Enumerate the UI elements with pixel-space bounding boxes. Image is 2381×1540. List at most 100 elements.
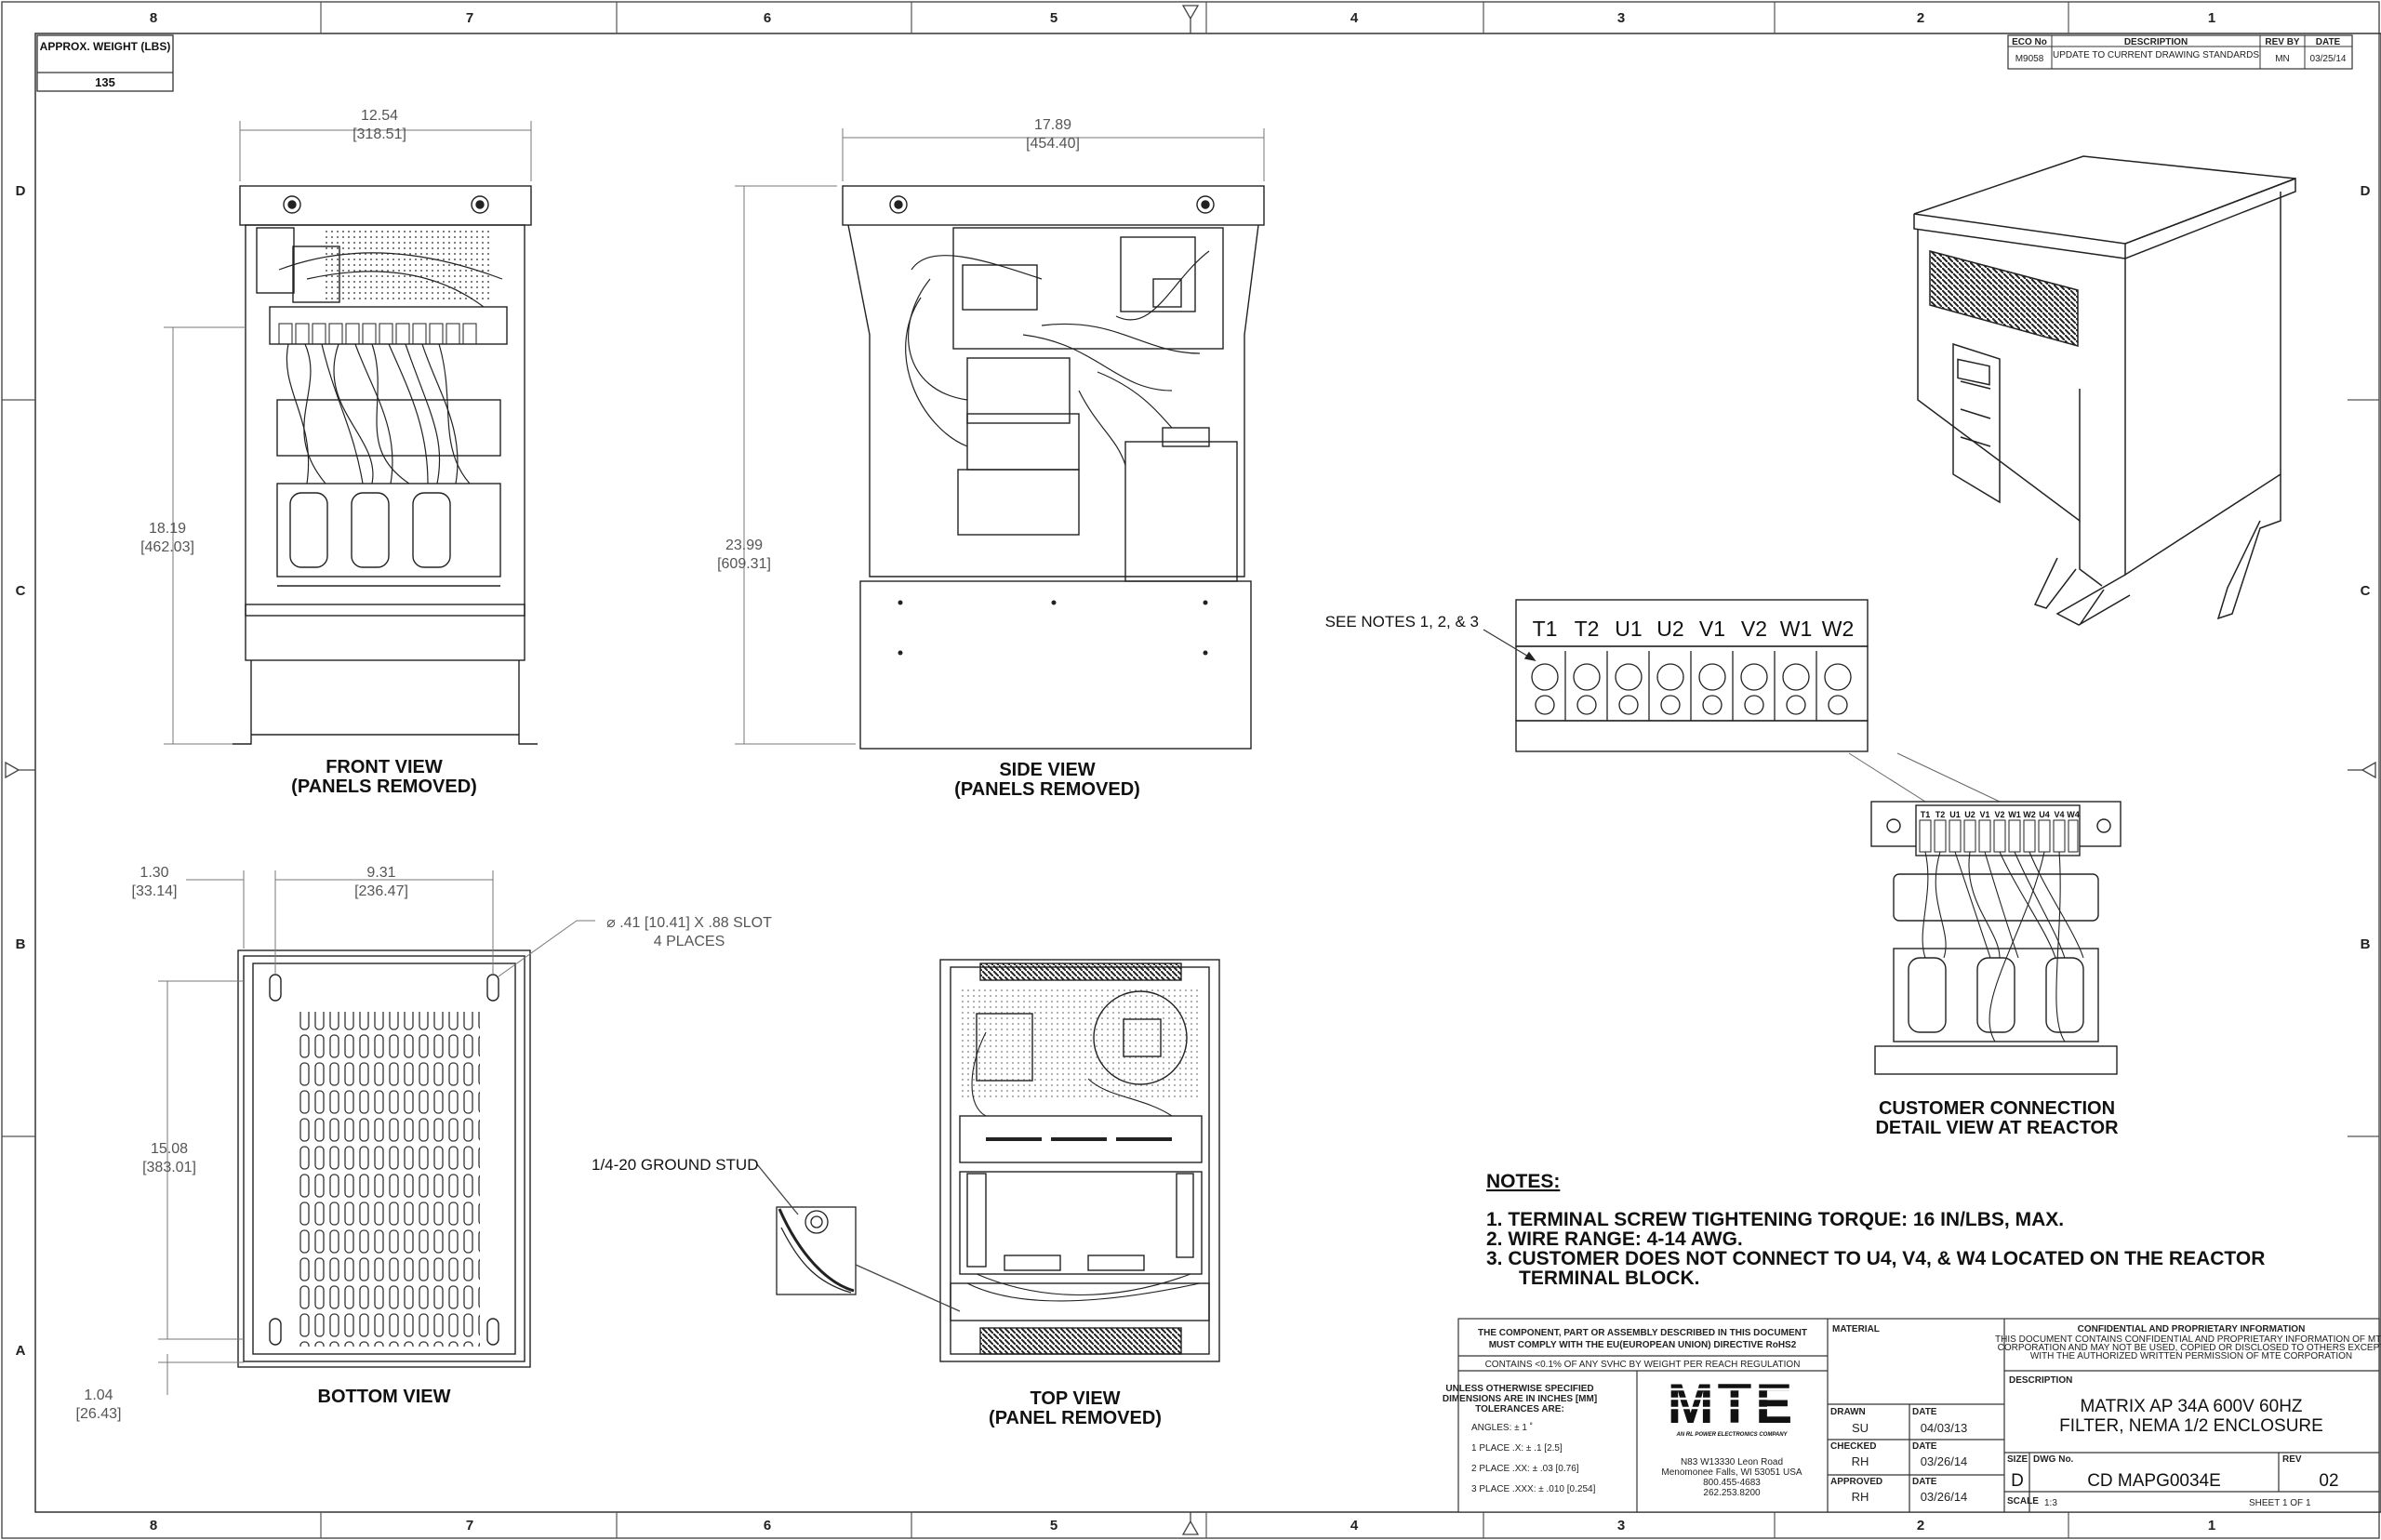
rev-eco: M9058 — [2015, 54, 2044, 64]
scale-label: SCALE — [2007, 1496, 2039, 1507]
detail-leader — [1848, 752, 2001, 803]
rev-date: 03/25/14 — [2310, 54, 2347, 64]
terminal-labels: T1 T2 U1 U2 V1 V2 W1 W2 — [1533, 617, 1855, 641]
front-height-in: 18.19 — [149, 521, 186, 537]
reactor-terminal-labels: T1 T2 U1 U2 V1 V2 W1 W2 U4 V4 W4 — [1921, 810, 2080, 819]
rev-value: 02 — [2319, 1471, 2338, 1491]
col-label-top-8: 8 — [150, 10, 157, 26]
bottom-edge-in: 1.04 — [84, 1387, 113, 1403]
row-label-left-a: A — [16, 1343, 26, 1359]
scale-value: 1:3 — [2044, 1498, 2057, 1508]
drawn-date: 04/03/13 — [1921, 1421, 1968, 1435]
reactor-terminal-v1: V1 — [1979, 810, 1989, 819]
reactor-terminal-w2: W2 — [2023, 810, 2036, 819]
col-label-bottom-8: 8 — [150, 1518, 157, 1533]
weight-value: 135 — [95, 75, 115, 89]
reactor-terminal-t2: T2 — [1935, 810, 1946, 819]
terminal-w2: W2 — [1822, 617, 1855, 641]
approved-by: RH — [1852, 1490, 1869, 1504]
col-label-bottom-5: 5 — [1050, 1518, 1057, 1533]
drawn-by: SU — [1852, 1421, 1869, 1435]
col-label-bottom-7: 7 — [466, 1518, 473, 1533]
top-view-subtitle: (PANEL REMOVED) — [989, 1408, 1162, 1428]
slot-callout-line2: 4 PLACES — [654, 934, 725, 949]
front-height-mm: [462.03] — [140, 539, 194, 555]
rohs-line2: MUST COMPLY WITH THE EU(EUROPEAN UNION) … — [1489, 1340, 1797, 1350]
col-label-top-5: 5 — [1050, 10, 1057, 26]
size-label: SIZE — [2007, 1454, 2029, 1465]
drawn-label: DRAWN — [1830, 1407, 1866, 1417]
bottom-view-title: BOTTOM VIEW — [318, 1387, 451, 1407]
phone-line1: 800.455-4683 — [1703, 1478, 1761, 1488]
notes-heading: NOTES: — [1486, 1171, 1560, 1192]
note-3-continued: TERMINAL BLOCK. — [1486, 1268, 1699, 1289]
note-3: 3. CUSTOMER DOES NOT CONNECT TO U4, V4, … — [1486, 1248, 2265, 1269]
approved-date-label: DATE — [1912, 1477, 1937, 1487]
rohs-line1: THE COMPONENT, PART OR ASSEMBLY DESCRIBE… — [1478, 1328, 1807, 1338]
reactor-terminal-w1: W1 — [2008, 810, 2021, 819]
detail-view-title: CUSTOMER CONNECTION — [1879, 1098, 2115, 1119]
bottom-edge-mm: [26.43] — [76, 1406, 122, 1422]
title-block — [1457, 1318, 2380, 1513]
checked-label: CHECKED — [1830, 1441, 1876, 1452]
side-view-title: SIDE VIEW — [999, 760, 1095, 780]
material-label: MATERIAL — [1832, 1324, 1880, 1334]
reach-text: CONTAINS <0.1% OF ANY SVHC BY WEIGHT PER… — [1485, 1360, 1801, 1370]
confidential-title: CONFIDENTIAL AND PROPRIETARY INFORMATION — [2078, 1324, 2306, 1334]
ground-stud-callout: 1/4-20 GROUND STUD — [592, 1156, 758, 1174]
side-dimensions — [735, 128, 1265, 745]
col-label-top-4: 4 — [1350, 10, 1359, 26]
row-label-right-b: B — [2361, 936, 2371, 952]
terminal-u1: U1 — [1615, 617, 1642, 641]
terminal-v2: V2 — [1741, 617, 1767, 641]
bottom-height-in: 15.08 — [151, 1141, 188, 1157]
tol-header3: TOLERANCES ARE: — [1475, 1404, 1564, 1414]
approved-label: APPROVED — [1830, 1477, 1882, 1487]
front-width-mm: [318.51] — [352, 126, 406, 142]
row-label-right-c: C — [2361, 583, 2371, 599]
row-label-left-c: C — [16, 583, 26, 599]
confidential-line3: WITH THE AUTHORIZED WRITTEN PERMISSION O… — [2030, 1351, 2352, 1361]
front-dimensions — [164, 121, 532, 745]
side-height-in: 23.99 — [725, 538, 763, 553]
bottom-offset-mm: [33.14] — [132, 883, 178, 899]
front-view-title: FRONT VIEW — [326, 757, 443, 777]
confidential-line2: CORPORATION AND MAY NOT BE USED, COPIED … — [1998, 1343, 2381, 1353]
revision-block: ECO No DESCRIPTION REV BY DATE M9058 UPD… — [2007, 34, 2353, 70]
reactor-terminal-t1: T1 — [1921, 810, 1931, 819]
rev-header-date: DATE — [2316, 37, 2341, 47]
reactor-terminal-u1: U1 — [1949, 810, 1961, 819]
ground-stud-detail — [756, 1163, 961, 1312]
col-label-top-6: 6 — [764, 10, 771, 26]
terminal-block — [1483, 599, 1869, 752]
col-label-top-3: 3 — [1617, 10, 1625, 26]
reactor-terminal-u2: U2 — [1964, 810, 1975, 819]
tol-three-place: 3 PLACE .XXX: ± .010 [0.254] — [1471, 1484, 1596, 1494]
slot-callout-line1: ⌀ .41 [10.41] X .88 SLOT — [606, 915, 772, 931]
bottom-span-in: 9.31 — [366, 865, 395, 881]
checked-by: RH — [1852, 1454, 1869, 1468]
rev-description: UPDATE TO CURRENT DRAWING STANDARDS — [2053, 50, 2259, 60]
terminal-w1: W1 — [1780, 617, 1813, 641]
col-label-bottom-1: 1 — [2208, 1518, 2215, 1533]
drawn-date-label: DATE — [1912, 1407, 1937, 1417]
rev-header-rev-by: REV BY — [2265, 37, 2300, 47]
top-view — [939, 959, 1220, 1362]
bottom-height-mm: [383.01] — [142, 1160, 196, 1175]
bottom-view — [237, 949, 531, 1368]
col-label-top-7: 7 — [466, 10, 473, 26]
detail-view-subtitle: DETAIL VIEW AT REACTOR — [1875, 1118, 2119, 1138]
row-label-right-d: D — [2361, 183, 2371, 199]
front-view — [233, 185, 538, 745]
row-label-left-b: B — [16, 936, 26, 952]
checked-date: 03/26/14 — [1921, 1454, 1968, 1468]
zone-labels: 8 7 6 5 4 3 2 1 8 7 6 5 4 3 2 1 D C B A … — [16, 10, 2371, 1533]
center-arrows — [5, 5, 2376, 1535]
address-line1: N83 W13330 Leon Road — [1681, 1457, 1783, 1467]
logo-tagline: AN RL POWER ELECTRONICS COMPANY — [1675, 1432, 1788, 1438]
rev-header-description: DESCRIPTION — [2124, 37, 2188, 47]
top-view-title: TOP VIEW — [1030, 1388, 1120, 1409]
